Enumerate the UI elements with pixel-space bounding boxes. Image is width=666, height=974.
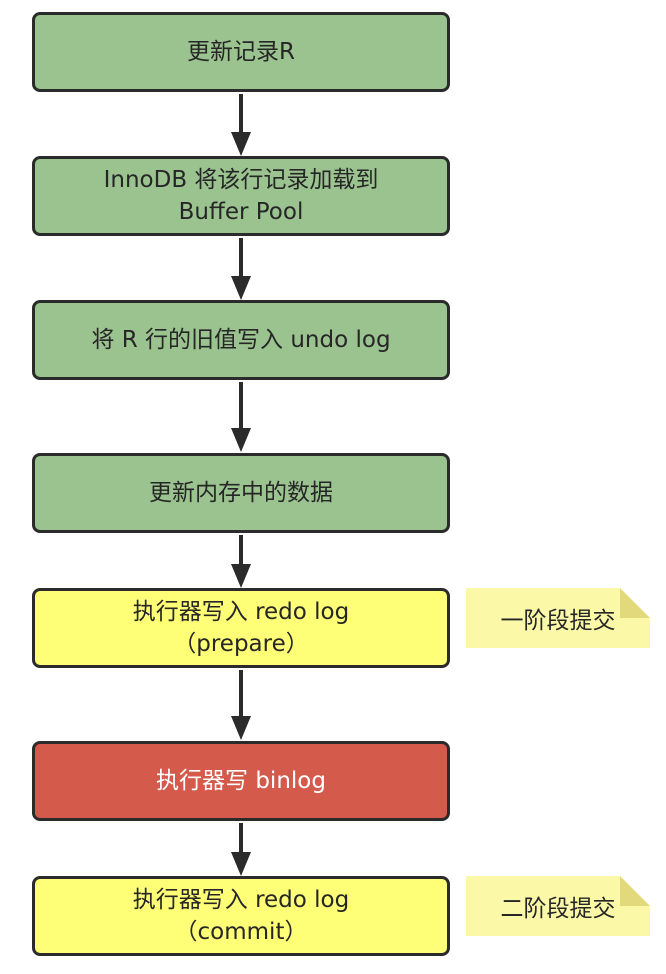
note-phase-two: 二阶段提交 [466,876,650,936]
arrow-5-head [231,716,251,740]
step-write-binlog: 执行器写 binlog [32,741,450,821]
step-redo-log-commit: 执行器写入 redo log （commit） [32,876,450,956]
arrow-3-head [231,428,251,452]
step-redo-log-commit-line1: 执行器写入 redo log [132,887,350,913]
step-update-record-label: 更新记录R [187,39,295,65]
note-phase-one-label: 一阶段提交 [500,608,616,634]
note-phase-one: 一阶段提交 [466,588,650,648]
note-phase-two-label: 二阶段提交 [500,896,616,922]
step-load-buffer-pool: InnoDB 将该行记录加载到 Buffer Pool [32,156,450,236]
step-write-undo-log: 将 R 行的旧值写入 undo log [32,300,450,380]
step-load-buffer-pool-line1: InnoDB 将该行记录加载到 [103,167,379,193]
step-write-binlog-label: 执行器写 binlog [156,768,326,794]
arrow-1-head [231,132,251,156]
step-redo-log-prepare-line1: 执行器写入 redo log [132,599,350,625]
step-redo-log-prepare: 执行器写入 redo log （prepare） [32,588,450,668]
step-update-memory: 更新内存中的数据 [32,453,450,533]
step-update-memory-label: 更新内存中的数据 [149,480,333,506]
arrow-4-head [231,564,251,588]
step-redo-log-commit-line2: （commit） [174,919,308,945]
step-update-record: 更新记录R [32,12,450,92]
arrow-2-head [231,276,251,300]
step-load-buffer-pool-line2: Buffer Pool [178,199,304,225]
arrow-6-head [231,852,251,876]
step-write-undo-log-label: 将 R 行的旧值写入 undo log [91,327,391,353]
step-redo-log-prepare-line2: （prepare） [173,631,309,657]
